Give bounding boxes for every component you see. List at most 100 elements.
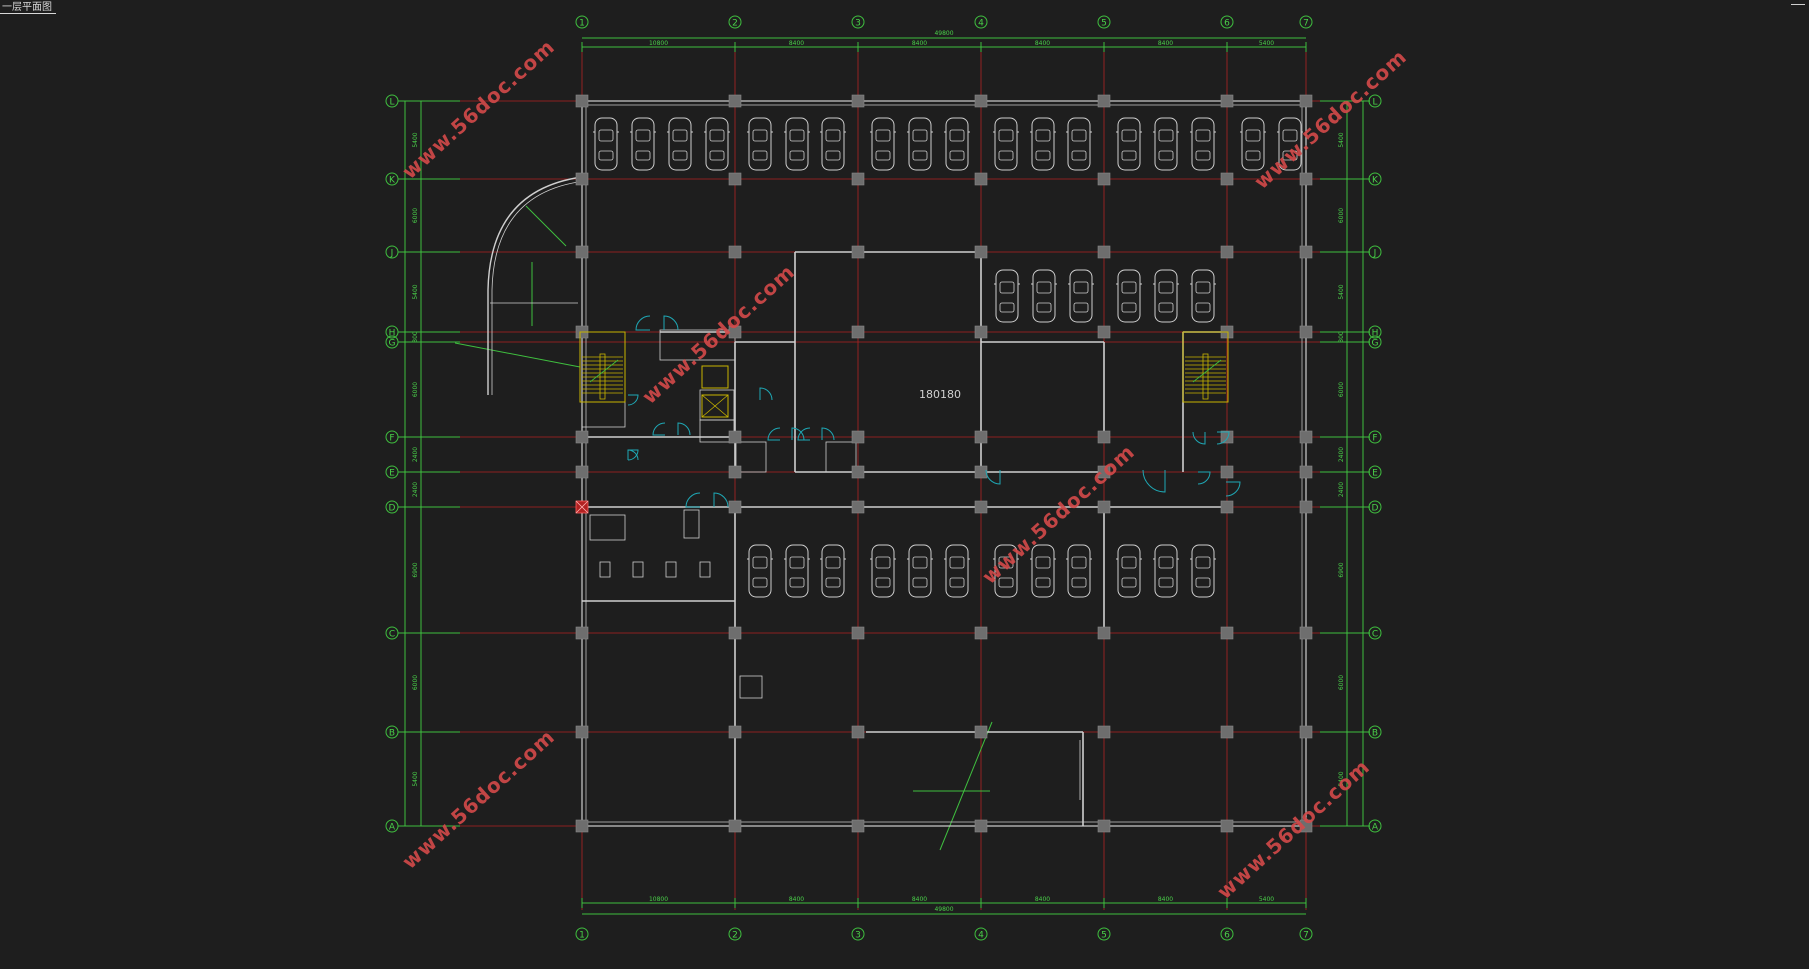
axis-letter-left-bubble <box>385 819 399 833</box>
axis-letter-right-bubble <box>1368 465 1382 479</box>
car-body <box>1031 117 1055 171</box>
column-icon <box>1220 626 1234 640</box>
door-swing-icon <box>1192 431 1206 445</box>
dimension-label: 10800 <box>649 40 668 47</box>
door-swing-icon <box>677 422 691 436</box>
car-rear-window <box>1071 150 1087 161</box>
column-icon <box>575 172 589 186</box>
car-icon <box>630 117 656 171</box>
dimension-label: 5400 <box>1338 771 1345 786</box>
door-swing-icon <box>767 427 781 441</box>
equipment-icon <box>665 561 677 578</box>
dimension-label: 8400 <box>1035 40 1050 47</box>
axis-letter-right: K <box>1372 176 1379 186</box>
car-body <box>1278 117 1302 171</box>
car-rear-window <box>1073 302 1089 313</box>
car-rear-window <box>672 150 688 161</box>
dimension-label: 8400 <box>912 40 927 47</box>
car-rear-window <box>1121 302 1137 313</box>
column-icon <box>851 465 865 479</box>
axis-number-top: 7 <box>1303 19 1309 29</box>
column-icon <box>851 94 865 108</box>
column-icon <box>575 725 589 739</box>
dimension-label: 5400 <box>1259 896 1274 903</box>
stair-icon <box>579 331 626 403</box>
column-icon <box>974 500 988 514</box>
car-icon <box>993 544 1019 598</box>
car-icon <box>784 117 810 171</box>
equipment-icon <box>699 561 711 578</box>
dimension-label: 300 <box>412 331 419 343</box>
dimension-label: 2400 <box>412 447 419 462</box>
car-windshield <box>635 129 651 142</box>
car-rear-window <box>999 302 1015 313</box>
car-icon <box>1030 544 1056 598</box>
dimension-label: 6000 <box>1338 382 1345 397</box>
car-windshield <box>752 556 768 569</box>
car-icon <box>1031 269 1057 323</box>
car-body <box>945 544 969 598</box>
axis-number-top: 2 <box>732 19 738 29</box>
car-rear-window <box>789 577 805 588</box>
axis-number-top-bubble <box>575 15 589 29</box>
car-windshield <box>998 129 1014 142</box>
car-windshield <box>672 129 688 142</box>
column-icon <box>1097 245 1111 259</box>
axis-letter-left: G <box>389 339 396 349</box>
car-icon <box>907 117 933 171</box>
axis-number-bottom-bubble <box>1299 927 1313 941</box>
car-body <box>1069 269 1093 323</box>
column-icon <box>1220 819 1234 833</box>
axis-number-bottom-bubble <box>1097 927 1111 941</box>
door-swing-icon <box>791 427 805 441</box>
car-rear-window <box>912 577 928 588</box>
axis-letter-left: J <box>390 249 394 259</box>
dimension-label: 2400 <box>1338 447 1345 462</box>
column-icon <box>851 245 865 259</box>
car-windshield <box>912 129 928 142</box>
window-control-icon[interactable] <box>1791 4 1805 5</box>
column-icon <box>728 819 742 833</box>
car-body <box>994 544 1018 598</box>
door-swing-icon <box>1216 431 1230 445</box>
car-body <box>908 117 932 171</box>
column-icon <box>1299 500 1313 514</box>
stair-outline <box>1182 331 1229 403</box>
car-body <box>705 117 729 171</box>
car-icon <box>870 544 896 598</box>
stair-icon <box>1182 331 1229 403</box>
stairs-and-elevators <box>579 331 1229 578</box>
car-rear-window <box>1158 150 1174 161</box>
axis-letter-right: H <box>1372 329 1379 339</box>
parking-spaces <box>593 117 1303 598</box>
car-windshield <box>789 129 805 142</box>
car-icon <box>820 117 846 171</box>
car-icon <box>907 544 933 598</box>
axis-letter-right: B <box>1372 729 1378 739</box>
watermark: www.56doc.com <box>1249 44 1411 193</box>
axis-number-bottom-bubble <box>1220 927 1234 941</box>
column-icon <box>575 430 589 444</box>
car-icon <box>1068 269 1094 323</box>
dimension-label: 8400 <box>789 40 804 47</box>
door-swing-icon <box>1197 471 1211 485</box>
car-rear-window <box>1121 150 1137 161</box>
car-rear-window <box>912 150 928 161</box>
car-icon <box>1066 117 1092 171</box>
car-rear-window <box>1036 302 1052 313</box>
dimension-label: 8400 <box>1158 40 1173 47</box>
column-icon <box>575 94 589 108</box>
axis-letter-right: G <box>1372 339 1379 349</box>
door-swing-icon <box>821 427 835 441</box>
axis-number-bottom: 6 <box>1224 931 1230 941</box>
car-body <box>994 117 1018 171</box>
car-windshield <box>789 556 805 569</box>
car-icon <box>1277 117 1303 171</box>
car-icon <box>944 117 970 171</box>
axis-number-bottom-bubble <box>575 927 589 941</box>
car-rear-window <box>949 577 965 588</box>
column-icon <box>728 465 742 479</box>
column-icon <box>1220 245 1234 259</box>
